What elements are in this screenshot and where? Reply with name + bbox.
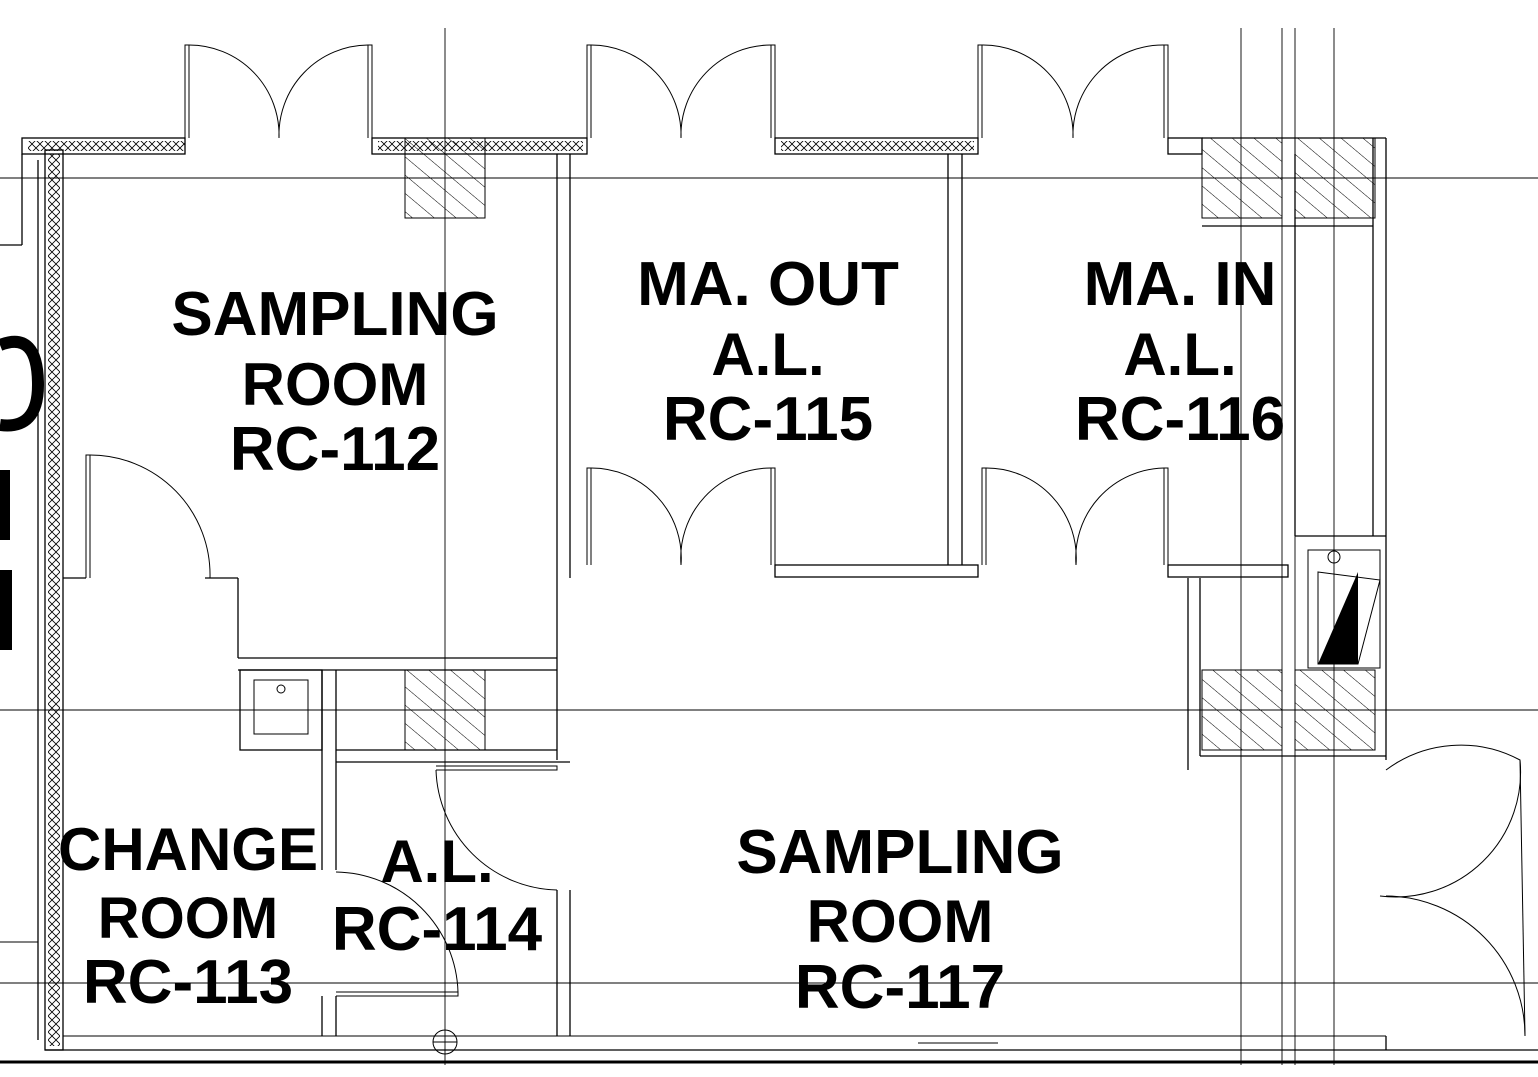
room-number: RC-112 [230, 415, 440, 484]
partial-label-left [0, 335, 45, 650]
room-name-line1: SAMPLING [171, 280, 498, 349]
room-number: RC-117 [795, 953, 1005, 1022]
room-name-line2: ROOM [242, 351, 429, 418]
room-name-line1: CHANGE [58, 816, 318, 883]
room-label-rc-116: MA. IN A.L. RC-116 [1075, 250, 1285, 454]
room-number: RC-114 [332, 895, 543, 964]
room-label-rc-114: A.L. RC-114 [332, 828, 543, 964]
room-label-rc-117: SAMPLING ROOM RC-117 [736, 818, 1063, 1022]
room-name-line2: ROOM [98, 886, 278, 951]
room-name-line2: ROOM [807, 888, 994, 955]
room-label-rc-115: MA. OUT A.L. RC-115 [637, 250, 899, 454]
columns [404, 137, 1376, 751]
room-labels: SAMPLING ROOM RC-112 MA. OUT A.L. RC-115… [58, 250, 1285, 1022]
room-name-line1: SAMPLING [736, 818, 1063, 887]
room-number: RC-113 [83, 948, 293, 1017]
fixtures [239, 549, 1381, 1055]
room-name-line2: A.L. [711, 321, 824, 388]
doors [85, 44, 1526, 1037]
room-label-rc-113: CHANGE ROOM RC-113 [58, 816, 318, 1017]
room-name-line1: A.L. [380, 828, 493, 895]
room-name-line1: MA. OUT [637, 250, 899, 319]
room-number: RC-115 [663, 385, 873, 454]
room-number: RC-116 [1075, 385, 1285, 454]
interior-walls [63, 137, 1387, 1050]
room-label-rc-112: SAMPLING ROOM RC-112 [171, 280, 498, 484]
room-name-line2: A.L. [1123, 321, 1236, 388]
room-name-line1: MA. IN [1084, 250, 1277, 319]
